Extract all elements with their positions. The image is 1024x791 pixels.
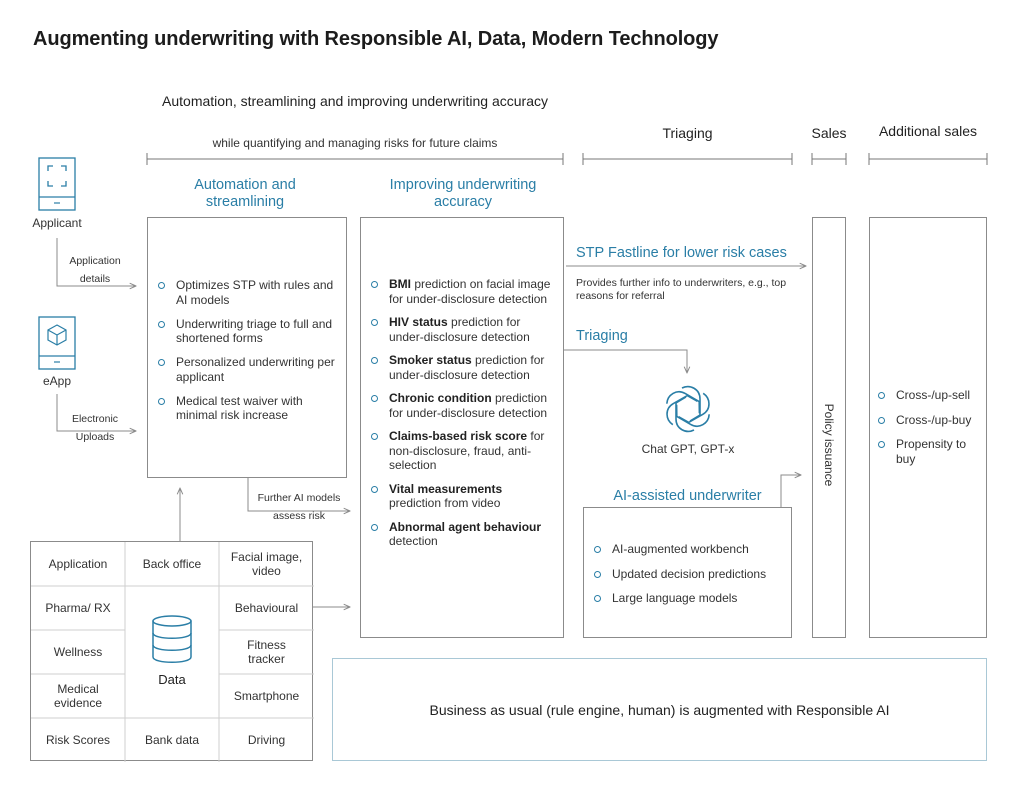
data-source-cell: Medical evidence <box>53 682 103 710</box>
electronic-uploads-line2: Uploads <box>75 431 115 443</box>
further-models-line1: Further AI models <box>257 492 341 504</box>
accuracy-item-bold: Abnormal agent behaviour <box>389 519 542 534</box>
data-source-cell: Wellness <box>53 645 103 659</box>
header-triaging: Triaging <box>662 125 713 141</box>
application-details-label: Application details <box>62 252 128 288</box>
accuracy-item-bold: HIV status <box>389 315 448 329</box>
data-source-cell: Risk Scores <box>45 733 110 747</box>
header-additional-sales: Additional sales <box>878 123 978 139</box>
automation-heading: Automation and streamlining <box>194 177 296 210</box>
data-source-cell: Facial image, video <box>230 550 303 578</box>
data-sources-grid: Data Application Back office Facial image,… <box>30 541 314 762</box>
header-sales: Sales <box>811 125 847 141</box>
data-grid-lines <box>31 542 314 762</box>
accuracy-item: Smoker status prediction for under-discl… <box>371 353 557 382</box>
stp-fastline-desc: Provides further info to underwriters, e… <box>576 277 787 302</box>
accuracy-item: HIV status prediction for under-disclosu… <box>371 315 557 344</box>
policy-issuance-box: Policy issuance <box>812 217 846 638</box>
accuracy-item: Vital measurements prediction from video <box>371 482 557 511</box>
header-automation: Automation, streamlining and improving u… <box>162 93 548 109</box>
accuracy-item-bold: Vital measurements <box>389 481 503 496</box>
additional-sales-item: Cross-/up-buy <box>878 413 982 428</box>
accuracy-item: Claims-based risk score for non-disclosu… <box>371 429 557 473</box>
accuracy-heading: Improving underwriting accuracy <box>389 177 537 210</box>
business-as-usual-text: Business as usual (rule engine, human) i… <box>429 701 890 718</box>
accuracy-item-text: prediction on facial image for under-dis… <box>389 277 551 306</box>
applicant-label: Applicant <box>32 216 82 230</box>
accuracy-item-text: for non-disclosure, fraud, anti-selectio… <box>389 429 545 472</box>
accuracy-list: BMI prediction on facial image for under… <box>371 277 557 558</box>
data-source-cell: Fitness tracker <box>247 638 286 666</box>
header-automation-sub: while quantifying and managing risks for… <box>212 136 498 150</box>
eapp-device-icon <box>38 316 76 375</box>
accuracy-item-bold: BMI <box>389 277 411 291</box>
accuracy-item-text: prediction for under-disclosure detectio… <box>389 391 548 420</box>
accuracy-item-text: prediction for under-disclosure detectio… <box>389 315 530 344</box>
electronic-uploads-line1: Electronic <box>71 413 119 425</box>
automation-item: Personalized underwriting per applicant <box>158 355 338 384</box>
ai-underwriter-item: Large language models <box>594 591 784 606</box>
database-icon <box>151 614 193 669</box>
data-source-cell: Pharma/ RX <box>45 601 111 615</box>
accuracy-item: BMI prediction on facial image for under… <box>371 277 557 306</box>
data-source-cell: Driving <box>247 733 286 747</box>
stp-fastline-title: STP Fastline for lower risk cases <box>576 245 787 261</box>
ai-underwriter-title: AI-assisted underwriter <box>613 488 762 504</box>
ai-underwriter-item: AI-augmented workbench <box>594 542 784 557</box>
applicant-device-icon <box>38 157 76 216</box>
data-source-cell: Behavioural <box>234 601 299 615</box>
accuracy-item: Abnormal agent behaviour detection <box>371 520 557 549</box>
data-source-cell: Application <box>48 557 108 571</box>
accuracy-box: BMI prediction on facial image for under… <box>360 217 564 638</box>
policy-issuance-label: Policy issuance <box>822 403 836 487</box>
automation-item: Optimizes STP with rules and AI models <box>158 278 338 307</box>
data-center-label: Data <box>158 672 186 687</box>
ai-underwriter-item: Updated decision predictions <box>594 567 784 582</box>
accuracy-item-text: prediction for under-disclosure detectio… <box>389 353 545 382</box>
automation-item: Medical test waiver with minimal risk in… <box>158 394 338 423</box>
application-details-line2: details <box>79 273 111 285</box>
chatgpt-label: Chat GPT, GPT-x <box>641 442 735 456</box>
accuracy-item-bold: Smoker status <box>389 353 472 367</box>
accuracy-item: Chronic condition prediction for under-d… <box>371 391 557 420</box>
triaging-title: Triaging <box>576 328 628 344</box>
chatgpt-logo-icon <box>661 382 715 441</box>
accuracy-item-bold: Claims-based risk score <box>389 429 528 443</box>
automation-item: Underwriting triage to full and shortene… <box>158 317 338 346</box>
additional-sales-item: Propensity to buy <box>878 437 982 466</box>
application-details-line1: Application <box>69 255 121 267</box>
further-models-label: Further AI models assess risk <box>252 489 346 525</box>
accuracy-item-text: detection <box>389 534 438 548</box>
additional-sales-item: Cross-/up-sell <box>878 388 982 403</box>
data-source-cell: Smartphone <box>233 689 300 703</box>
page-title: Augmenting underwriting with Responsible… <box>33 28 719 50</box>
data-source-cell: Bank data <box>144 733 200 747</box>
accuracy-item-text: prediction from video <box>389 496 501 510</box>
accuracy-item-bold: Chronic condition <box>389 391 492 405</box>
electronic-uploads-label: Electronic Uploads <box>62 410 128 446</box>
business-as-usual-banner: Business as usual (rule engine, human) i… <box>332 658 987 761</box>
data-source-cell: Back office <box>142 557 202 571</box>
eapp-label: eApp <box>42 374 72 388</box>
further-models-line2: assess risk <box>273 510 325 522</box>
